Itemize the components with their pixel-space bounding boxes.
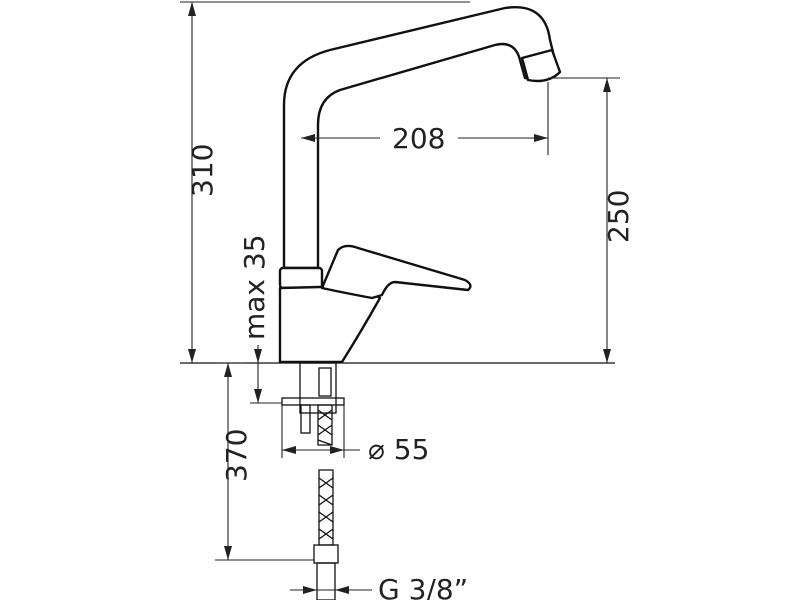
lever-handle xyxy=(320,244,472,300)
dimension-hose-length: 370 xyxy=(215,362,314,561)
dimension-hose-length-label: 370 xyxy=(220,429,253,482)
mounting-assembly xyxy=(281,362,345,446)
dimension-connection-thread: G 3/8” xyxy=(290,573,468,600)
hose-braid xyxy=(318,469,334,546)
nut xyxy=(318,367,332,397)
faucet xyxy=(278,6,562,364)
dimension-total-height: 310 xyxy=(180,1,470,363)
mixer-body xyxy=(278,284,382,364)
hose-braid-top xyxy=(317,404,333,446)
mounting-plate xyxy=(281,397,345,406)
stud xyxy=(300,404,311,434)
hose-fitting xyxy=(313,544,339,564)
swivel-collar xyxy=(278,266,324,290)
dimension-deck-thickness: max 35 xyxy=(238,234,282,404)
dimension-total-height-label: 310 xyxy=(186,144,219,197)
dimension-spout-height-label: 250 xyxy=(602,190,635,243)
dimension-hole-diameter: ⌀ 55 xyxy=(281,405,429,466)
dimension-hole-diameter-label: ⌀ 55 xyxy=(368,433,429,466)
spout-nozzle xyxy=(520,48,562,83)
flexible-hose xyxy=(313,469,339,600)
dimension-spout-height: 250 xyxy=(548,77,635,363)
dimension-connection-thread-label: G 3/8” xyxy=(378,573,468,600)
dimension-deck-thickness-label: max 35 xyxy=(238,234,271,340)
dimension-spout-reach-label: 208 xyxy=(392,122,445,155)
dimension-spout-reach: 208 xyxy=(301,82,549,155)
hose-thread xyxy=(316,562,336,600)
